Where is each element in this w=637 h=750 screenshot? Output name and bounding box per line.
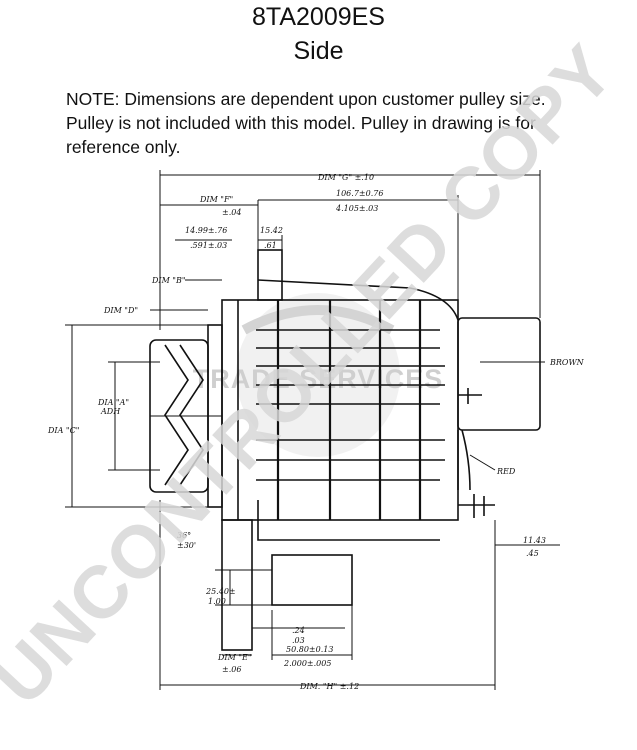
view-title: Side [293,37,344,65]
output-terminal [458,388,495,518]
dim-25-label: 25.40± [205,587,236,596]
uncontrolled-copy-watermark: UNCONTROLLED COPY [0,29,630,720]
part-number-title: 8TA2009ES [252,3,385,31]
dim-11-inch-label: .45 [526,549,539,558]
angle-label: 36° [177,531,191,540]
dim-106-label: 106.7±0.76 [336,189,383,198]
dim-e-tolerance: ±.06 [222,665,241,674]
dim-b-label: DIM "B" [151,276,186,285]
angle-tolerance: ±30' [177,541,196,550]
dim-h-label: DIM. "H" ±.12 [299,682,359,691]
dim-15-inch-label: .61 [264,241,277,250]
red-wire-label: RED [496,467,516,476]
brown-wire-label: BROWN [549,358,585,367]
dim-g-label: DIM "G" ±.10 [317,173,374,182]
dim-25-inch-label: 1.00 [208,597,226,606]
dim-15-label: 15.42 [260,226,283,235]
dim-14-inch-label: .591±.03 [190,241,227,250]
dia-a-sub-label: ADH [100,407,121,416]
regulator-box [457,317,541,490]
dim-24-inch-label: .03 [292,636,305,645]
dim-f-tolerance: ±.04 [222,208,241,217]
dia-a-label: DIA "A" [97,398,129,407]
dim-e-label: DIM "E" [217,653,252,662]
watermark-logo-text: TRADE SERVICES [193,364,444,394]
pulley [149,324,223,508]
dim-d-label: DIM "D" [103,306,138,315]
note-line-2: Pulley is not included with this model. … [66,113,536,133]
note-line-3: reference only. [66,137,181,157]
dim-11-label: 11.43 [523,536,546,545]
dim-24-label: .24 [292,626,305,635]
dim-50-label: 50.80±0.13 [286,645,333,654]
dim-106-inch-label: 4.105±.03 [335,204,378,213]
dim-f-label: DIM "F" [199,195,233,204]
note-line-1: NOTE: Dimensions are dependent upon cust… [66,89,546,109]
dia-c-label: DIA "C" [47,426,79,435]
dim-14-label: 14.99±.76 [185,226,227,235]
dim-50-inch-label: 2.000±.005 [283,659,331,668]
